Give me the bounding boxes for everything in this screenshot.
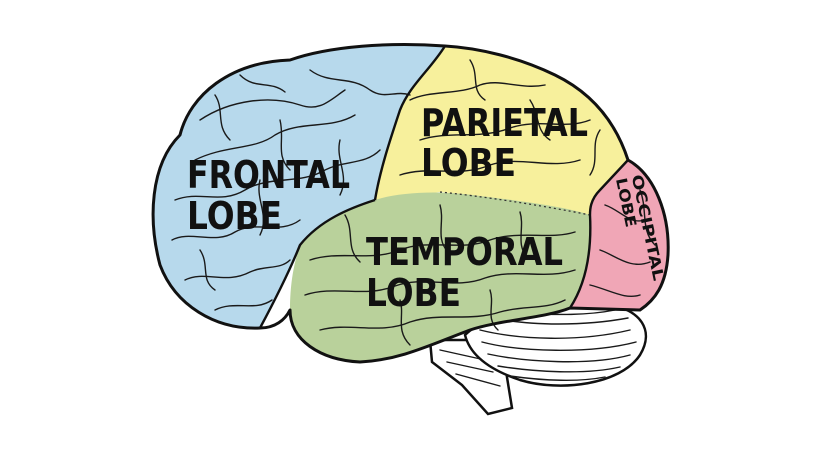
brainstem-lines <box>439 349 501 387</box>
svg-text:LOBE: LOBE <box>187 194 282 238</box>
parietal-temporal-boundary <box>439 191 591 216</box>
gyri-lines <box>171 59 656 346</box>
svg-text:LOBE: LOBE <box>366 271 461 315</box>
svg-text:LOBE: LOBE <box>421 141 516 185</box>
frontal-label: FRONTAL LOBE <box>187 153 350 238</box>
lobe-borders <box>258 45 629 329</box>
svg-text:TEMPORAL: TEMPORAL <box>366 230 563 274</box>
frontal-lobe <box>153 44 446 329</box>
parietal-label: PARIETAL LOBE <box>421 101 588 185</box>
brain-outline <box>151 43 670 364</box>
svg-text:FRONTAL: FRONTAL <box>187 153 350 197</box>
svg-text:PARIETAL: PARIETAL <box>421 101 588 145</box>
temporal-label: TEMPORAL LOBE <box>366 230 563 315</box>
